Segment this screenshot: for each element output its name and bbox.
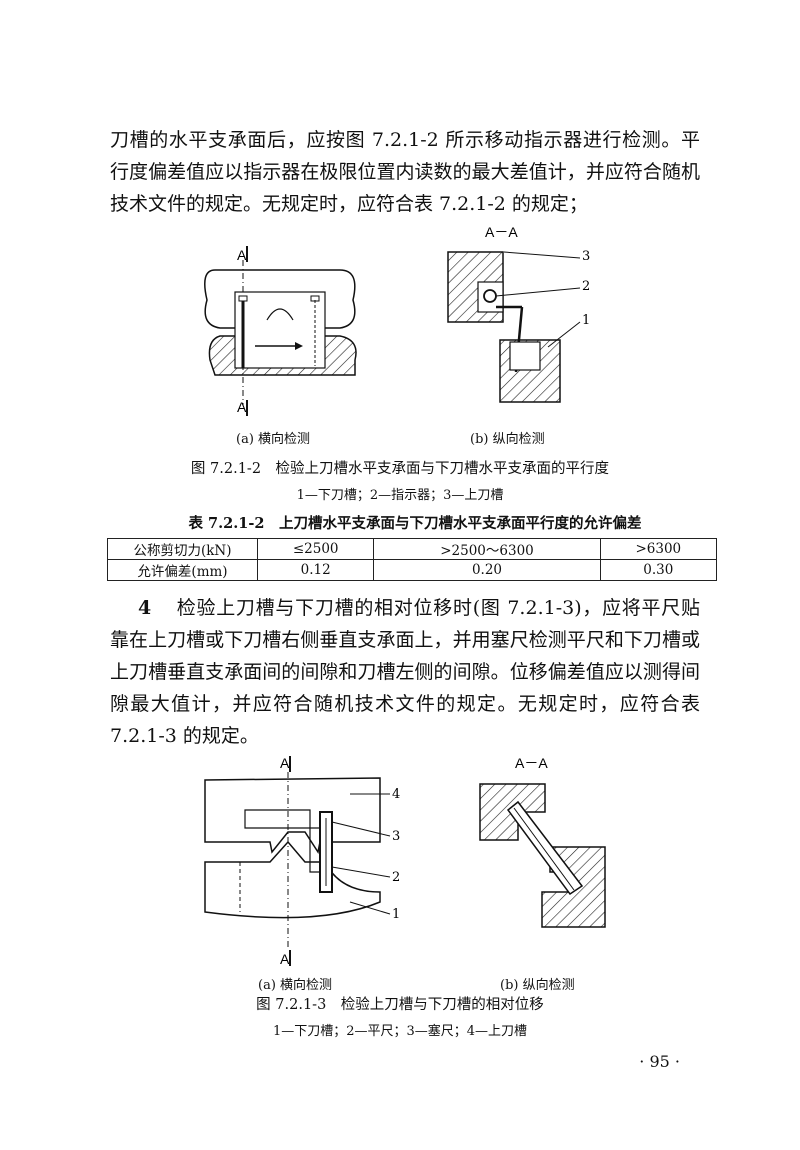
figure-caption: 图 7.2.1-3 检验上刀槽与下刀槽的相对位移 (256, 997, 544, 1013)
callout-2: 2 (392, 870, 400, 885)
section-mark-a-top: A (237, 247, 247, 263)
table-header-row: 公称剪切力(kN) ≤2500 >2500～6300 >6300 (107, 538, 718, 560)
figure-legend: 1—下刀槽；2—平尺；3—塞尺；4—上刀槽 (272, 1024, 528, 1039)
section-title: A－A (485, 224, 518, 240)
tolerance-table: 公称剪切力(kN) ≤2500 >2500～6300 >6300 允许偏差(mm… (107, 538, 718, 581)
table-cell: ≤2500 (256, 538, 375, 560)
figure-caption: 图 7.2.1-2 检验上刀槽水平支承面与下刀槽水平支承面的平行度 (190, 461, 610, 477)
paragraph-1: 刀槽的水平支承面后，应按图 7.2.1-2 所示移动指示器进行检测。平行度偏差值… (110, 129, 700, 215)
page-number: · 95 · (639, 1052, 680, 1071)
subcaption-a: (a) 横向检测 (258, 978, 333, 993)
table-cell: 0.30 (599, 559, 718, 581)
table-cell: >6300 (599, 538, 718, 560)
callout-4: 4 (392, 787, 400, 802)
subcaption-a: (a) 横向检测 (236, 432, 311, 447)
figure-legend: 1—下刀槽；2—指示器；3—上刀槽 (296, 488, 504, 503)
section-mark-a-top: A (280, 755, 290, 771)
subcaption-b: (b) 纵向检测 (470, 432, 545, 447)
section-title: A－A (515, 755, 548, 771)
table-cell: >2500～6300 (373, 538, 601, 560)
callout-2: 2 (582, 279, 590, 294)
paragraph-2-text: 检验上刀槽与下刀槽的相对位移时(图 7.2.1-3)，应将平尺贴靠在上刀槽或下刀… (110, 597, 700, 747)
table-cell: 公称剪切力(kN) (107, 538, 258, 560)
figure-7-2-1-3-a: A 4 3 2 1 A (204, 755, 400, 967)
table-cell: 允许偏差(mm) (107, 559, 258, 581)
callout-3: 3 (392, 829, 400, 844)
table-title: 表 7.2.1-2 上刀槽水平支承面与下刀槽水平支承面平行度的允许偏差 (188, 515, 642, 532)
callout-1: 1 (392, 907, 400, 922)
figure-7-2-1-3-b: A－A (479, 755, 606, 928)
callout-3: 3 (582, 249, 590, 264)
table-row: 允许偏差(mm) 0.12 0.20 0.30 (107, 559, 718, 581)
subcaption-b: (b) 纵向检测 (500, 978, 575, 993)
item-number: 4 (138, 597, 152, 619)
figure-7-2-1-2-b: A－A 3 2 1 (447, 224, 590, 403)
figure-7-2-1-2-a: A A (204, 246, 357, 416)
callout-1: 1 (582, 313, 590, 328)
section-mark-a-bottom: A (280, 951, 290, 967)
section-mark-a-bottom: A (237, 399, 247, 415)
table-cell: 0.12 (256, 559, 375, 581)
table-cell: 0.20 (373, 559, 601, 581)
